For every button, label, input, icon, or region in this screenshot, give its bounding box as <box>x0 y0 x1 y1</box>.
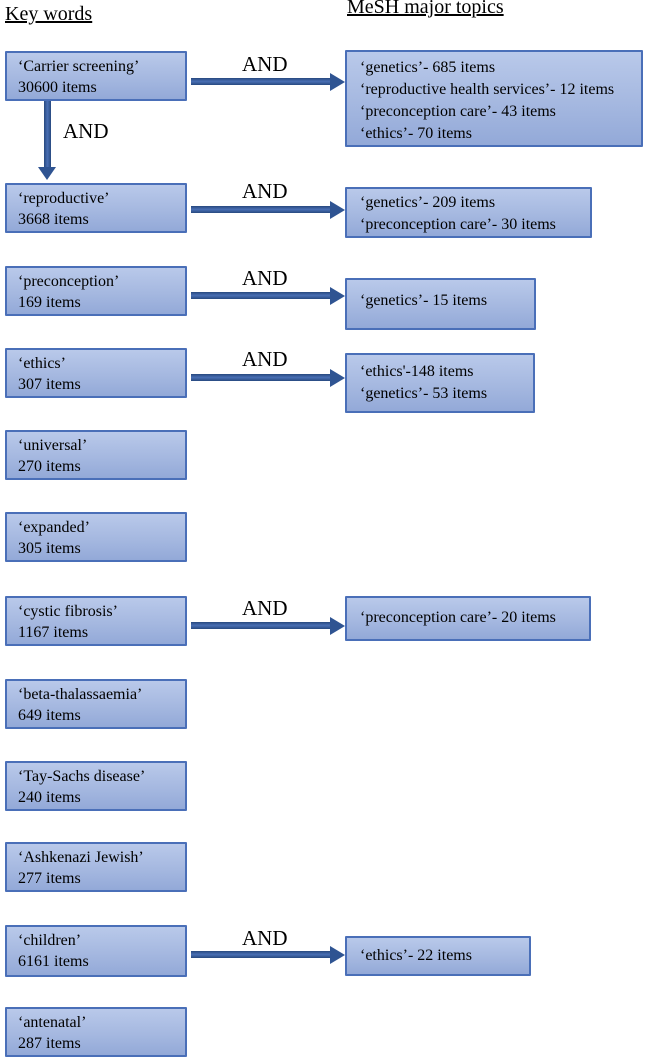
mesh-result-line: ‘reproductive health services’- 12 items <box>360 81 615 98</box>
mesh-column-heading: MeSH major topics <box>347 0 504 18</box>
arrow-head-children <box>330 946 345 964</box>
mesh-box-carrier-screening-results: ‘genetics’- 685 items ‘reproductive heal… <box>345 50 643 147</box>
keyword-box-children: ‘children’ 6161 items <box>5 925 187 977</box>
keyword-term: ‘antenatal’ <box>18 1014 87 1031</box>
arrow-head-ethics <box>330 369 345 387</box>
mesh-result-line: ‘ethics’- 22 items <box>360 947 472 964</box>
keyword-term: ‘cystic fibrosis’ <box>18 603 118 620</box>
arrow-shaft-cystic-fibrosis <box>191 622 331 629</box>
vertical-arrow-shaft <box>44 101 51 168</box>
keyword-box-antenatal: ‘antenatal’ 287 items <box>5 1007 187 1057</box>
keyword-count: 169 items <box>18 294 81 311</box>
keyword-box-preconception: ‘preconception’ 169 items <box>5 266 187 316</box>
and-operator-row1: AND <box>242 52 288 76</box>
arrow-shaft-children <box>191 951 331 958</box>
keyword-term: ‘Tay-Sachs disease’ <box>18 768 146 785</box>
keyword-count: 649 items <box>18 707 81 724</box>
mesh-box-preconception-results: ‘genetics’- 15 items <box>345 278 536 330</box>
mesh-result-line: ‘preconception care’- 43 items <box>360 103 556 120</box>
mesh-result-line: ‘ethics’- 70 items <box>360 125 472 142</box>
keyword-count: 307 items <box>18 376 81 393</box>
keyword-term: ‘ethics’ <box>18 355 66 372</box>
keyword-count: 270 items <box>18 458 81 475</box>
arrow-shaft-ethics <box>191 374 331 381</box>
and-operator-vertical: AND <box>63 119 109 143</box>
keyword-count: 240 items <box>18 789 81 806</box>
keyword-count: 30600 items <box>18 79 97 96</box>
keyword-term: ‘reproductive’ <box>18 190 110 207</box>
mesh-box-children-results: ‘ethics’- 22 items <box>345 936 531 976</box>
mesh-result-line: ‘preconception care’- 30 items <box>360 216 556 233</box>
vertical-arrow-head <box>38 167 56 180</box>
keyword-box-cystic-fibrosis: ‘cystic fibrosis’ 1167 items <box>5 596 187 646</box>
keyword-count: 3668 items <box>18 211 89 228</box>
keyword-box-ethics: ‘ethics’ 307 items <box>5 348 187 398</box>
keyword-box-carrier-screening: ‘Carrier screening’ 30600 items <box>5 51 187 101</box>
arrow-head-carrier-screening <box>330 73 345 91</box>
keyword-box-universal: ‘universal’ 270 items <box>5 430 187 480</box>
keyword-term: ‘beta-thalassaemia’ <box>18 686 143 703</box>
arrow-shaft-reproductive <box>191 206 331 213</box>
arrow-shaft-carrier-screening <box>191 78 331 85</box>
keyword-term: ‘Ashkenazi Jewish’ <box>18 849 144 866</box>
keyword-box-reproductive: ‘reproductive’ 3668 items <box>5 183 187 233</box>
and-operator-row6: AND <box>242 926 288 950</box>
keyword-term: ‘preconception’ <box>18 273 120 290</box>
and-operator-row2: AND <box>242 179 288 203</box>
mesh-result-line: ‘genetics’- 15 items <box>360 292 488 309</box>
mesh-result-line: ‘genetics’- 53 items <box>360 385 488 402</box>
keyword-box-tay-sachs: ‘Tay-Sachs disease’ 240 items <box>5 761 187 811</box>
keyword-box-beta-thalassaemia: ‘beta-thalassaemia’ 649 items <box>5 679 187 729</box>
and-operator-row4: AND <box>242 347 288 371</box>
keyword-count: 1167 items <box>18 624 89 641</box>
keyword-term: ‘expanded’ <box>18 519 90 536</box>
keyword-count: 305 items <box>18 540 81 557</box>
keyword-term: ‘universal’ <box>18 437 88 454</box>
mesh-result-line: ‘genetics’- 685 items <box>360 59 496 76</box>
arrow-head-cystic-fibrosis <box>330 617 345 635</box>
mesh-box-ethics-results: ‘ethics'-148 items ‘genetics’- 53 items <box>345 353 535 413</box>
keyword-count: 6161 items <box>18 953 89 970</box>
arrow-head-reproductive <box>330 201 345 219</box>
keyword-box-ashkenazi-jewish: ‘Ashkenazi Jewish’ 277 items <box>5 842 187 892</box>
mesh-result-line: ‘genetics’- 209 items <box>360 194 496 211</box>
mesh-result-line: ‘ethics'-148 items <box>360 363 474 380</box>
mesh-result-line: ‘preconception care’- 20 items <box>360 609 556 626</box>
arrow-shaft-preconception <box>191 292 331 299</box>
keyword-count: 287 items <box>18 1035 81 1052</box>
arrow-head-preconception <box>330 287 345 305</box>
mesh-box-cystic-fibrosis-results: ‘preconception care’- 20 items <box>345 596 591 641</box>
mesh-box-reproductive-results: ‘genetics’- 209 items ‘preconception car… <box>345 187 592 238</box>
and-operator-row3: AND <box>242 266 288 290</box>
keyword-term: ‘Carrier screening’ <box>18 58 140 75</box>
and-operator-row5: AND <box>242 596 288 620</box>
keywords-column-heading: Key words <box>5 3 93 25</box>
keyword-count: 277 items <box>18 870 81 887</box>
keyword-term: ‘children’ <box>18 932 82 949</box>
keyword-box-expanded: ‘expanded’ 305 items <box>5 512 187 562</box>
